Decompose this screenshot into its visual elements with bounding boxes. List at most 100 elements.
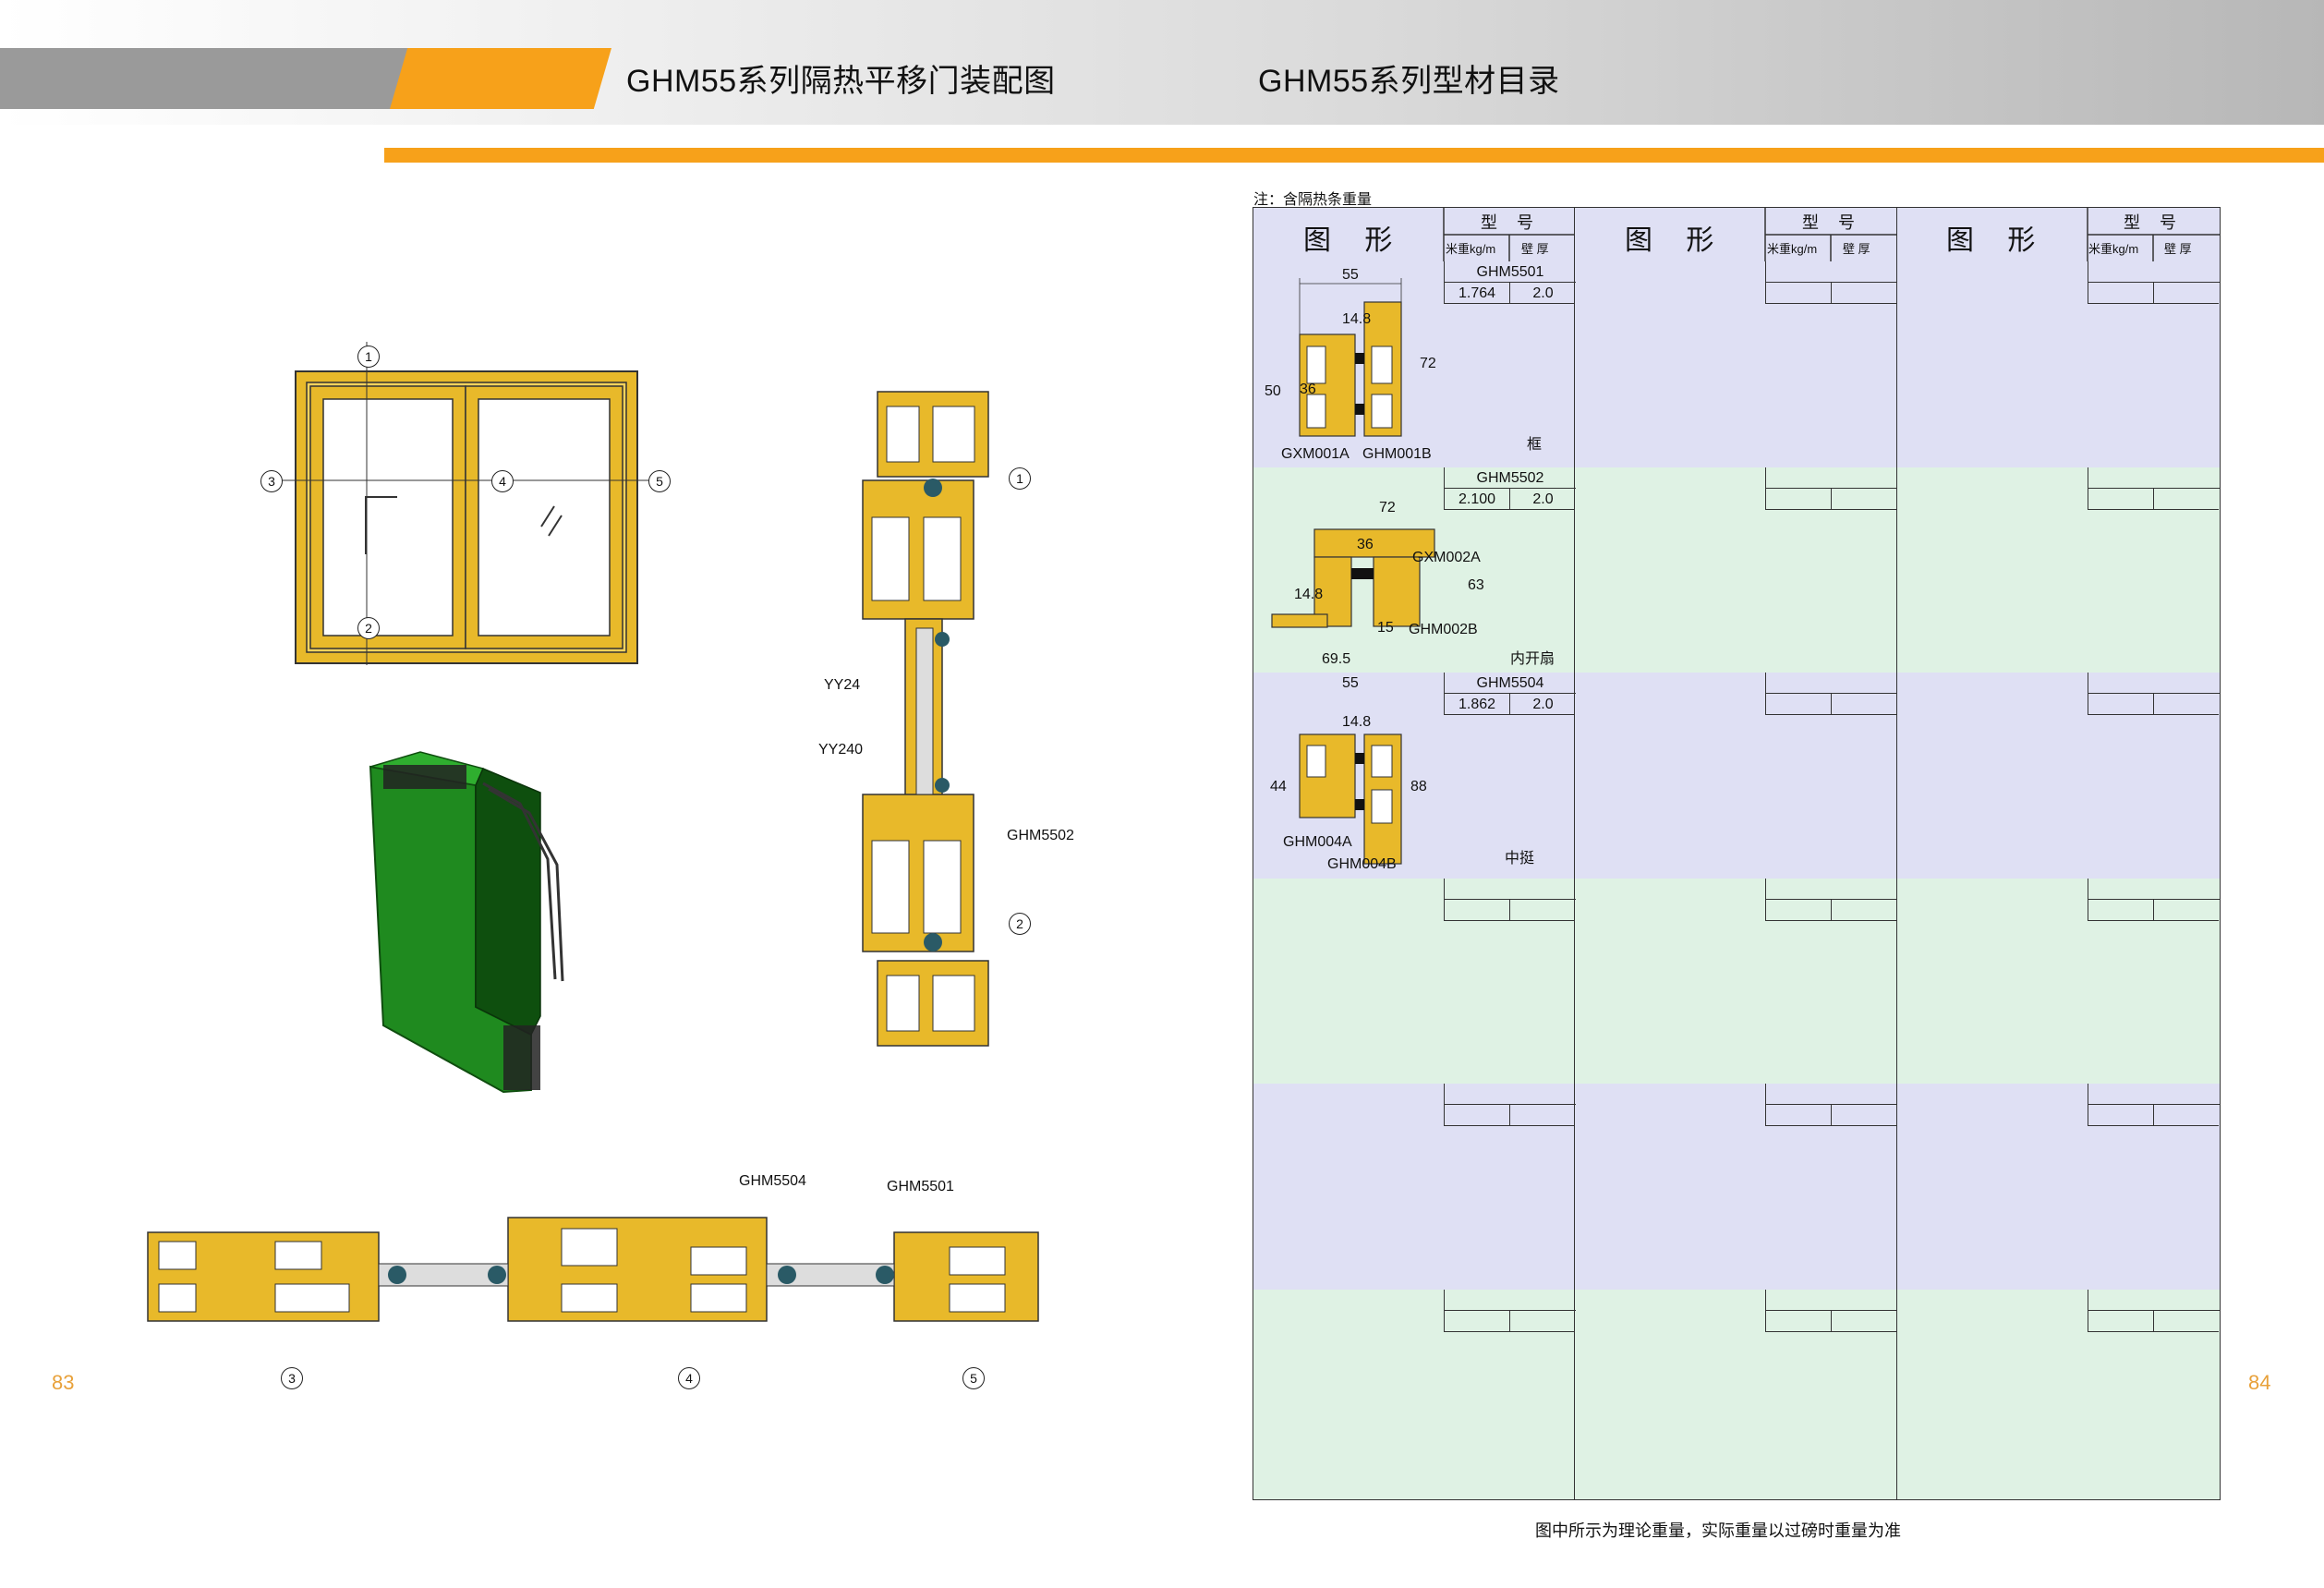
profile-info-ghm5504: GHM5504 1.862 2.0 xyxy=(1444,673,1576,715)
empty-info xyxy=(1765,1290,1897,1332)
catalog-row-3 xyxy=(1253,673,2220,879)
marker-3: 3 xyxy=(260,470,283,492)
catalog-col-1 xyxy=(1253,208,1575,1499)
dim-72: 72 xyxy=(1420,356,1436,371)
profile-info-ghm5501: GHM5501 1.764 2.0 xyxy=(1444,261,1576,304)
bottom-marker-3: 3 xyxy=(281,1367,303,1389)
profile-weight: 1.862 xyxy=(1445,694,1510,715)
dim-72: 72 xyxy=(1379,500,1396,515)
empty-info xyxy=(1444,879,1576,921)
header-model-1: 型 号 xyxy=(1481,213,1542,232)
header-shape-3: 图 形 xyxy=(1946,225,2049,256)
dim-69.5: 69.5 xyxy=(1322,651,1351,667)
profile-weight: 1.764 xyxy=(1445,283,1510,304)
marker-1: 1 xyxy=(357,345,380,368)
window-elevation-drawing xyxy=(268,342,656,665)
profile-drawing-ghm5504 xyxy=(1299,733,1402,865)
catalog-note: 注：含隔热条重量 xyxy=(1253,192,1373,208)
profile-drawing-ghm5501 xyxy=(1299,278,1402,437)
header-thickness-3: 壁 厚 xyxy=(2164,242,2192,256)
profile-thickness: 2.0 xyxy=(1532,285,1554,301)
dim-36: 36 xyxy=(1300,382,1316,397)
header-shape-1: 图 形 xyxy=(1303,225,1406,256)
dim-15: 15 xyxy=(1377,620,1394,636)
label-ghm5504: GHM5504 xyxy=(739,1173,806,1189)
header-thickness-2: 壁 厚 xyxy=(1843,242,1870,256)
catalog-row-4 xyxy=(1253,879,2220,1085)
part-a: GXM002A xyxy=(1412,550,1481,565)
profile-weight: 2.100 xyxy=(1445,489,1510,510)
dim-88: 88 xyxy=(1410,779,1427,794)
bottom-marker-5: 5 xyxy=(962,1367,985,1389)
empty-info xyxy=(1765,467,1897,510)
part-a: GHM004A xyxy=(1283,834,1352,850)
empty-info xyxy=(1765,1084,1897,1126)
dim-36: 36 xyxy=(1357,537,1374,552)
dim-55: 55 xyxy=(1342,267,1359,283)
horizontal-section-drawing xyxy=(147,1217,1039,1322)
right-page-title: GHM55系列型材目录 xyxy=(1258,64,1560,99)
dim-44: 44 xyxy=(1270,779,1287,794)
profile-thickness: 2.0 xyxy=(1532,697,1554,712)
empty-info xyxy=(2088,1084,2220,1126)
page-number-right: 84 xyxy=(2248,1371,2271,1394)
header-thickness-1: 壁 厚 xyxy=(1521,242,1549,256)
empty-info xyxy=(2088,261,2220,304)
part-b: GHM001B xyxy=(1362,446,1432,462)
catalog-row-6 xyxy=(1253,1290,2220,1499)
catalog-footnote: 图中所示为理论重量，实际重量以过磅时重量为准 xyxy=(1535,1521,1901,1540)
label-yy24: YY24 xyxy=(824,677,861,693)
page-number-left: 83 xyxy=(52,1371,75,1394)
label-ghm5502: GHM5502 xyxy=(1007,828,1074,843)
empty-info xyxy=(2088,1290,2220,1332)
label-yy240: YY240 xyxy=(818,742,864,758)
vertical-section-drawing xyxy=(862,391,989,1047)
profile-3d-render xyxy=(369,751,564,1094)
section-marker-1: 1 xyxy=(1009,467,1031,490)
profile-code: GHM5502 xyxy=(1445,467,1576,489)
empty-info xyxy=(1765,261,1897,304)
empty-info xyxy=(2088,467,2220,510)
dim-50: 50 xyxy=(1265,383,1281,399)
profile-code: GHM5501 xyxy=(1445,261,1576,283)
empty-info xyxy=(1765,673,1897,715)
dim-63: 63 xyxy=(1468,577,1484,593)
header-weight-2: 米重kg/m xyxy=(1767,242,1818,256)
empty-info xyxy=(2088,879,2220,921)
section-marker-2: 2 xyxy=(1009,913,1031,935)
part-b: GHM002B xyxy=(1409,622,1478,637)
marker-4: 4 xyxy=(491,470,514,492)
profile-drawing-ghm5502 xyxy=(1271,528,1435,628)
catalog-table: 图 形 型 号 米重kg/m 壁 厚 图 形 型 号 米重kg/m 壁 厚 图 … xyxy=(1253,207,2221,1500)
catalog-row-5 xyxy=(1253,1084,2220,1291)
bottom-marker-4: 4 xyxy=(678,1367,700,1389)
profile-type: 中挺 xyxy=(1505,851,1535,867)
header-shape-2: 图 形 xyxy=(1625,225,1727,256)
catalog-header-row xyxy=(1253,208,2220,262)
orange-divider-bar xyxy=(384,148,2324,163)
empty-info xyxy=(1444,1290,1576,1332)
dim-14.8: 14.8 xyxy=(1294,587,1324,602)
header-gray-stripe xyxy=(0,48,416,109)
empty-info xyxy=(1444,1084,1576,1126)
profile-info-ghm5502: GHM5502 2.100 2.0 xyxy=(1444,467,1576,510)
dim-14.8: 14.8 xyxy=(1342,311,1372,327)
marker-5: 5 xyxy=(648,470,671,492)
part-b: GHM004B xyxy=(1327,856,1397,872)
dim-14.8: 14.8 xyxy=(1342,714,1372,730)
left-page-title: GHM55系列隔热平移门装配图 xyxy=(626,64,1056,99)
empty-info xyxy=(2088,673,2220,715)
profile-code: GHM5504 xyxy=(1445,673,1576,694)
header-model-3: 型 号 xyxy=(2124,213,2185,232)
empty-info xyxy=(1765,879,1897,921)
header-orange-stripe xyxy=(390,48,611,109)
profile-thickness: 2.0 xyxy=(1532,491,1554,507)
header-weight-3: 米重kg/m xyxy=(2088,242,2139,256)
catalog-row-1 xyxy=(1253,261,2220,468)
catalog-col-2 xyxy=(1575,208,1897,1499)
header-grid-lines xyxy=(1443,208,2220,261)
label-ghm5501: GHM5501 xyxy=(887,1179,954,1194)
marker-2: 2 xyxy=(357,617,380,639)
profile-type: 内开扇 xyxy=(1510,651,1555,667)
header-weight-1: 米重kg/m xyxy=(1446,242,1496,256)
